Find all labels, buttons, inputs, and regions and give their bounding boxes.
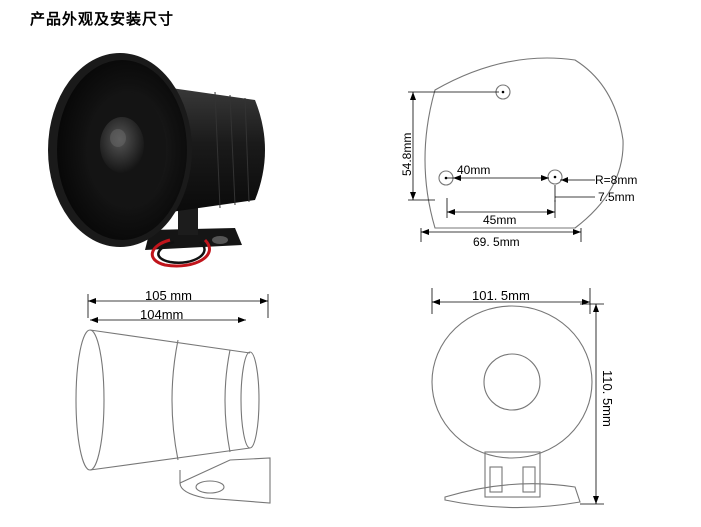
rear-view-drawing: 101. 5mm 110. 5mm [431, 288, 615, 509]
side-view-drawing: 105 mm 104mm [75, 288, 271, 504]
total-height-label: 110. 5mm [600, 370, 615, 427]
hole-spacing-label: 40mm [457, 163, 490, 177]
radius-label: R=8mm [595, 173, 637, 187]
bracket-width-label: 45mm [483, 213, 516, 227]
height-dim-label: 54.8mm [400, 133, 414, 176]
total-length-label: 105 mm [145, 288, 192, 303]
base-width-label: 69. 5mm [473, 235, 520, 249]
page-title: 产品外观及安装尺寸 [30, 10, 175, 28]
front-view-drawing: 54.8mm 40mm R=8mm 7.5mm 45mm 69. 5mm [400, 57, 637, 249]
siren-photo [48, 53, 265, 268]
diameter-label: 101. 5mm [472, 288, 530, 303]
body-length-label: 104mm [140, 307, 183, 322]
offset-label: 7.5mm [598, 190, 635, 204]
